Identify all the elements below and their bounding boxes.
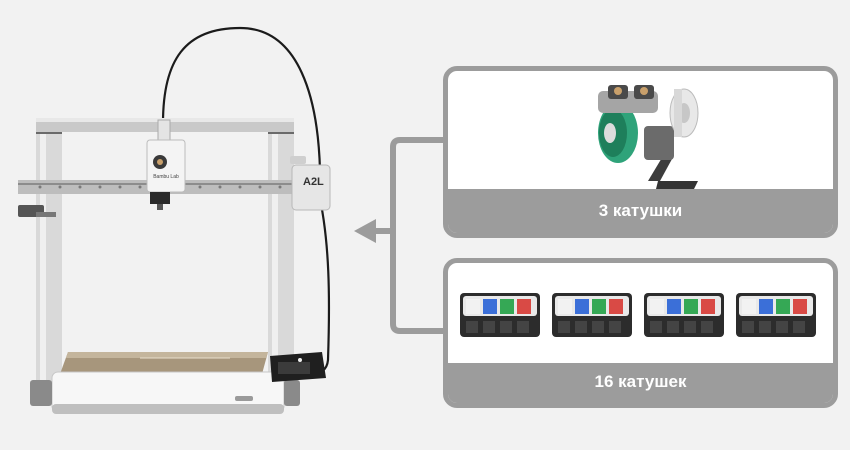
option-label-3-spools: 3 катушки: [448, 189, 833, 233]
model-badge: A2L: [303, 176, 324, 188]
toolhead-badge: Bambu Lab: [153, 174, 179, 180]
ams-units-image-area: [448, 263, 833, 363]
ams-unit-image: [460, 293, 816, 337]
option-card-3-spools[interactable]: 3 катушки: [443, 66, 838, 238]
spool-holder-image-area: [448, 71, 833, 189]
arrow-left-icon: [354, 219, 376, 243]
option-label-16-spools: 16 катушек: [448, 363, 833, 403]
spool-holder-image: [598, 85, 699, 189]
printer-image: [18, 26, 331, 414]
option-card-16-spools[interactable]: 16 катушек: [443, 258, 838, 408]
